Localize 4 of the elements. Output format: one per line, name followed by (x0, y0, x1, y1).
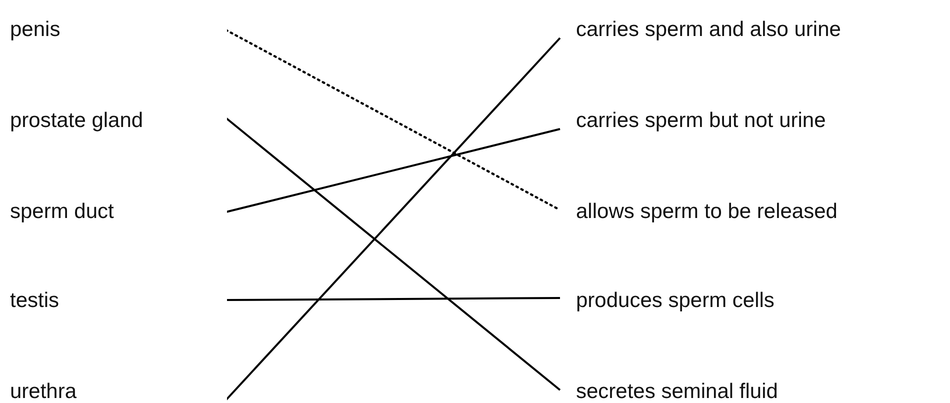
matching-line (225, 117, 561, 391)
matching-line (225, 37, 561, 401)
matching-line (226, 128, 560, 213)
matching-line (226, 297, 560, 301)
